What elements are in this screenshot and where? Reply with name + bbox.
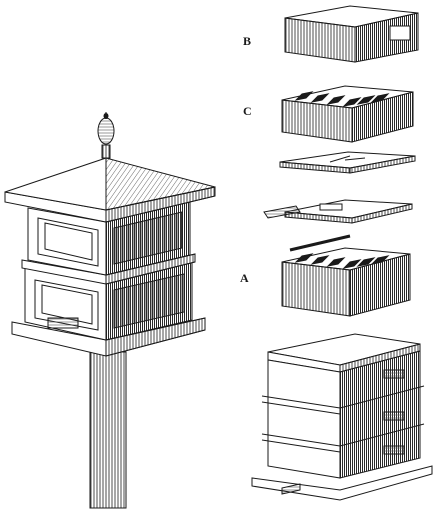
box-b bbox=[284, 5, 419, 63]
hive-middle-band bbox=[21, 253, 196, 285]
hive-finial bbox=[97, 112, 115, 159]
hive-lower-storey bbox=[24, 261, 193, 341]
top-bars bbox=[294, 91, 390, 107]
label-b: B bbox=[243, 34, 252, 48]
slide-board bbox=[263, 199, 413, 224]
assembled-hive bbox=[251, 333, 433, 501]
top-bars-a bbox=[294, 253, 390, 269]
hive-roof bbox=[4, 157, 216, 223]
hive-upper-storey bbox=[27, 201, 191, 276]
hive-post bbox=[89, 351, 127, 509]
label-c: C bbox=[243, 104, 252, 118]
label-a: A bbox=[240, 271, 249, 285]
cover-board bbox=[279, 151, 416, 174]
box-c bbox=[281, 85, 414, 143]
hive-entrance bbox=[47, 317, 79, 329]
pavilion-hive bbox=[4, 112, 216, 509]
loose-bar bbox=[289, 234, 351, 252]
box-a bbox=[281, 234, 411, 317]
